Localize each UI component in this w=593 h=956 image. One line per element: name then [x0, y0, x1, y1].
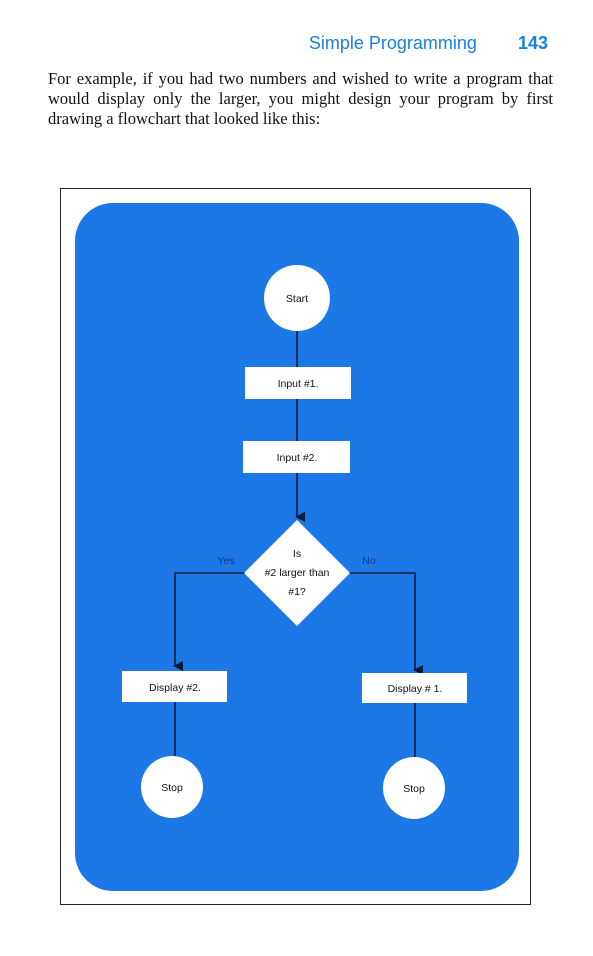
stop-left-label: Stop: [161, 782, 183, 794]
display-right-label: Display # 1.: [388, 683, 443, 695]
yes-label: Yes: [217, 555, 234, 567]
input1-label: Input #1.: [278, 378, 319, 390]
input2-label: Input #2.: [277, 452, 318, 464]
start-label: Start: [286, 293, 308, 305]
no-label: No: [362, 555, 376, 567]
decision-line3: #1?: [288, 586, 306, 598]
stop-right-label: Stop: [403, 783, 425, 795]
display-left-label: Display #2.: [149, 682, 201, 694]
decision-line2: #2 larger than: [265, 567, 330, 579]
decision-line1: Is: [293, 548, 301, 560]
